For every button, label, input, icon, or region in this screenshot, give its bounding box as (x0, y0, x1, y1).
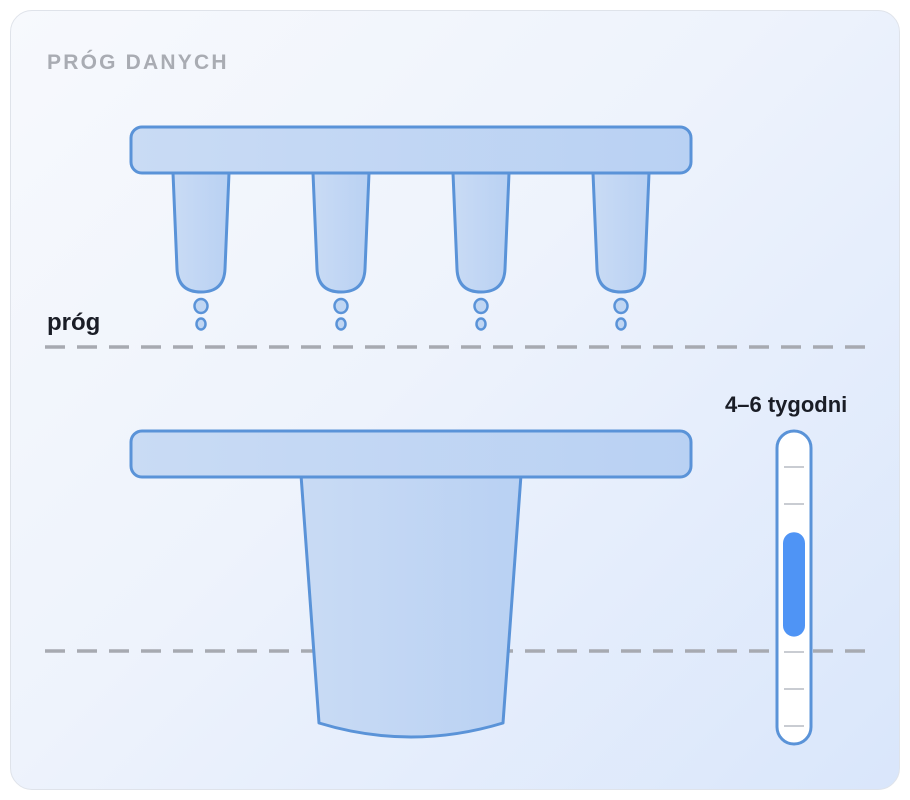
large-funnel-group (129, 429, 693, 739)
drop-icon (473, 297, 489, 315)
duration-gauge (775, 429, 813, 746)
small-funnel (311, 171, 371, 294)
drop-icon (333, 297, 349, 315)
threshold-label: próg (47, 309, 101, 336)
drop-icon (615, 317, 627, 331)
small-funnel (171, 171, 231, 294)
bottom-bar (129, 429, 693, 479)
drop-icon (195, 317, 207, 331)
large-funnel (299, 473, 523, 739)
drop-icon (335, 317, 347, 331)
small-funnel (451, 171, 511, 294)
small-funnel (591, 171, 651, 294)
drop-icon (193, 297, 209, 315)
diagram-card: PRÓG DANYCH próg 4–6 tygodni (10, 10, 900, 790)
section-title: PRÓG DANYCH (47, 51, 229, 74)
gauge-fill (783, 532, 805, 637)
duration-label: 4–6 tygodni (725, 392, 848, 417)
drops-group (193, 297, 629, 331)
top-bar (129, 125, 693, 175)
diagram-canvas (45, 125, 867, 746)
small-funnels-group (129, 125, 693, 294)
drop-icon (475, 317, 487, 331)
drop-icon (613, 297, 629, 315)
